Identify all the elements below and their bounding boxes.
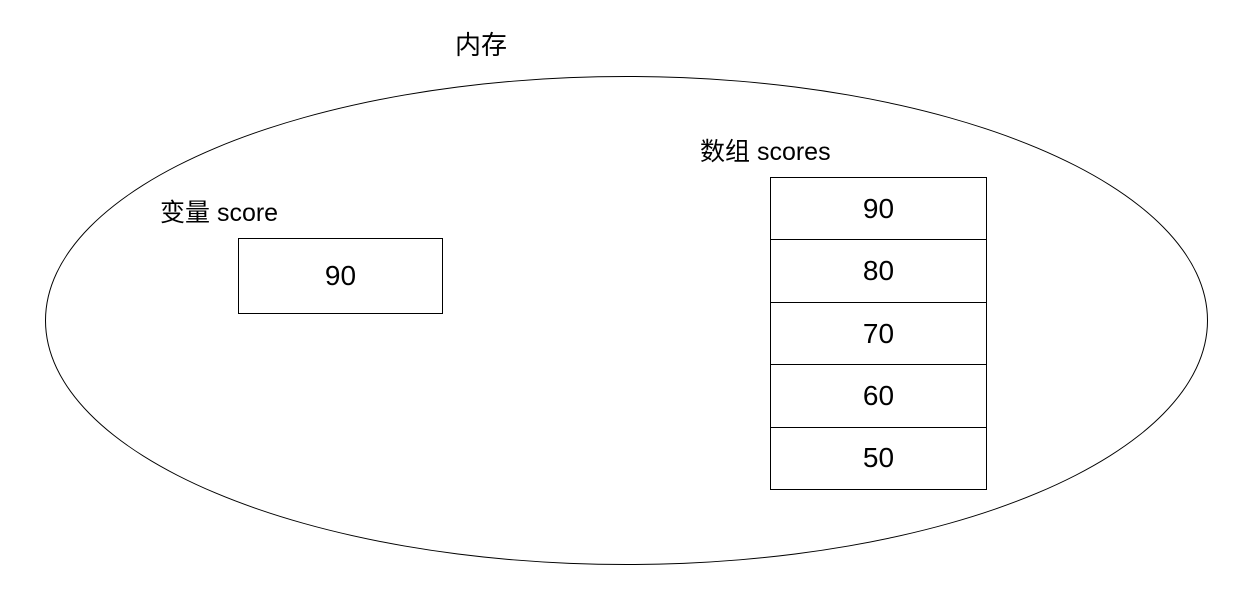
- variable-value: 90: [324, 260, 357, 291]
- array-label: 数组 scores: [700, 138, 831, 166]
- array-cell: 80: [771, 239, 986, 301]
- array-cell-value: 60: [862, 379, 895, 411]
- array-cell: 50: [771, 426, 986, 489]
- array-cell-value: 70: [862, 317, 895, 349]
- array-box: 90 80 70 60 50: [770, 177, 987, 490]
- array-cell: 60: [771, 364, 986, 426]
- variable-label: 变量 score: [160, 199, 279, 227]
- diagram-title: 内存: [455, 30, 508, 60]
- array-cell-value: 50: [862, 442, 895, 474]
- array-cell-value: 80: [862, 255, 895, 287]
- array-cell: 70: [771, 301, 986, 364]
- variable-box: 90: [238, 238, 443, 314]
- array-cell: 90: [771, 178, 986, 239]
- memory-ellipse: [45, 76, 1208, 565]
- array-cell-value: 90: [862, 192, 895, 224]
